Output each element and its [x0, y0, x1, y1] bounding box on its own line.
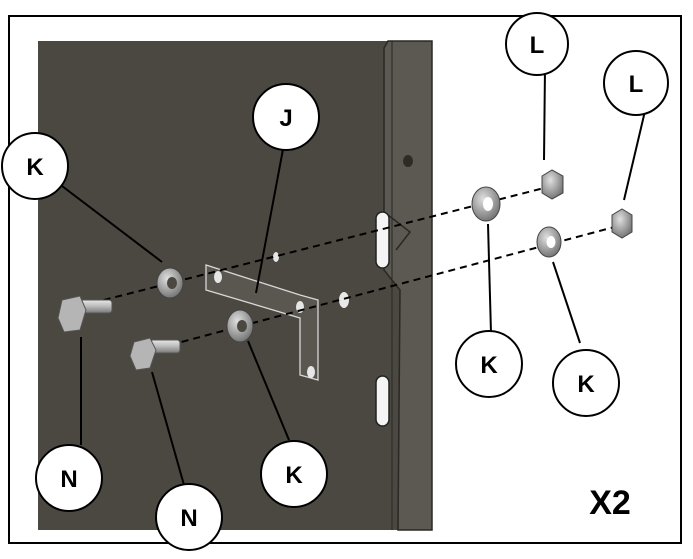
washer-k-right-upper — [471, 186, 501, 222]
callout-l-upper: L — [505, 12, 569, 76]
nut-l-right — [611, 208, 633, 239]
callout-n-center: N — [155, 483, 223, 551]
bolt-n-upper — [57, 295, 113, 333]
leader-lines — [61, 67, 646, 486]
svg-text:N: N — [60, 466, 77, 493]
svg-text:L: L — [629, 71, 644, 98]
svg-text:K: K — [577, 371, 595, 398]
svg-text:J: J — [279, 105, 292, 132]
callout-j: J — [252, 83, 320, 151]
bolt-n-lower — [129, 337, 181, 371]
washer-k-right-lower — [536, 226, 562, 258]
svg-text:K: K — [26, 154, 44, 181]
callout-k-right: K — [552, 349, 620, 417]
svg-text:K: K — [480, 352, 498, 379]
quantity-label: X2 — [589, 484, 631, 522]
nut-l-upper — [541, 169, 564, 200]
svg-text:N: N — [180, 505, 197, 532]
callout-k-bottom: K — [260, 440, 328, 508]
callout-l-right: L — [603, 50, 669, 116]
svg-text:K: K — [285, 462, 303, 489]
washer-k-center — [226, 309, 254, 343]
callout-n-left: N — [35, 444, 103, 512]
washer-k-left — [156, 267, 184, 299]
callout-k-right-center: K — [455, 330, 523, 398]
callout-k-left: K — [1, 132, 69, 200]
svg-text:L: L — [530, 32, 545, 59]
